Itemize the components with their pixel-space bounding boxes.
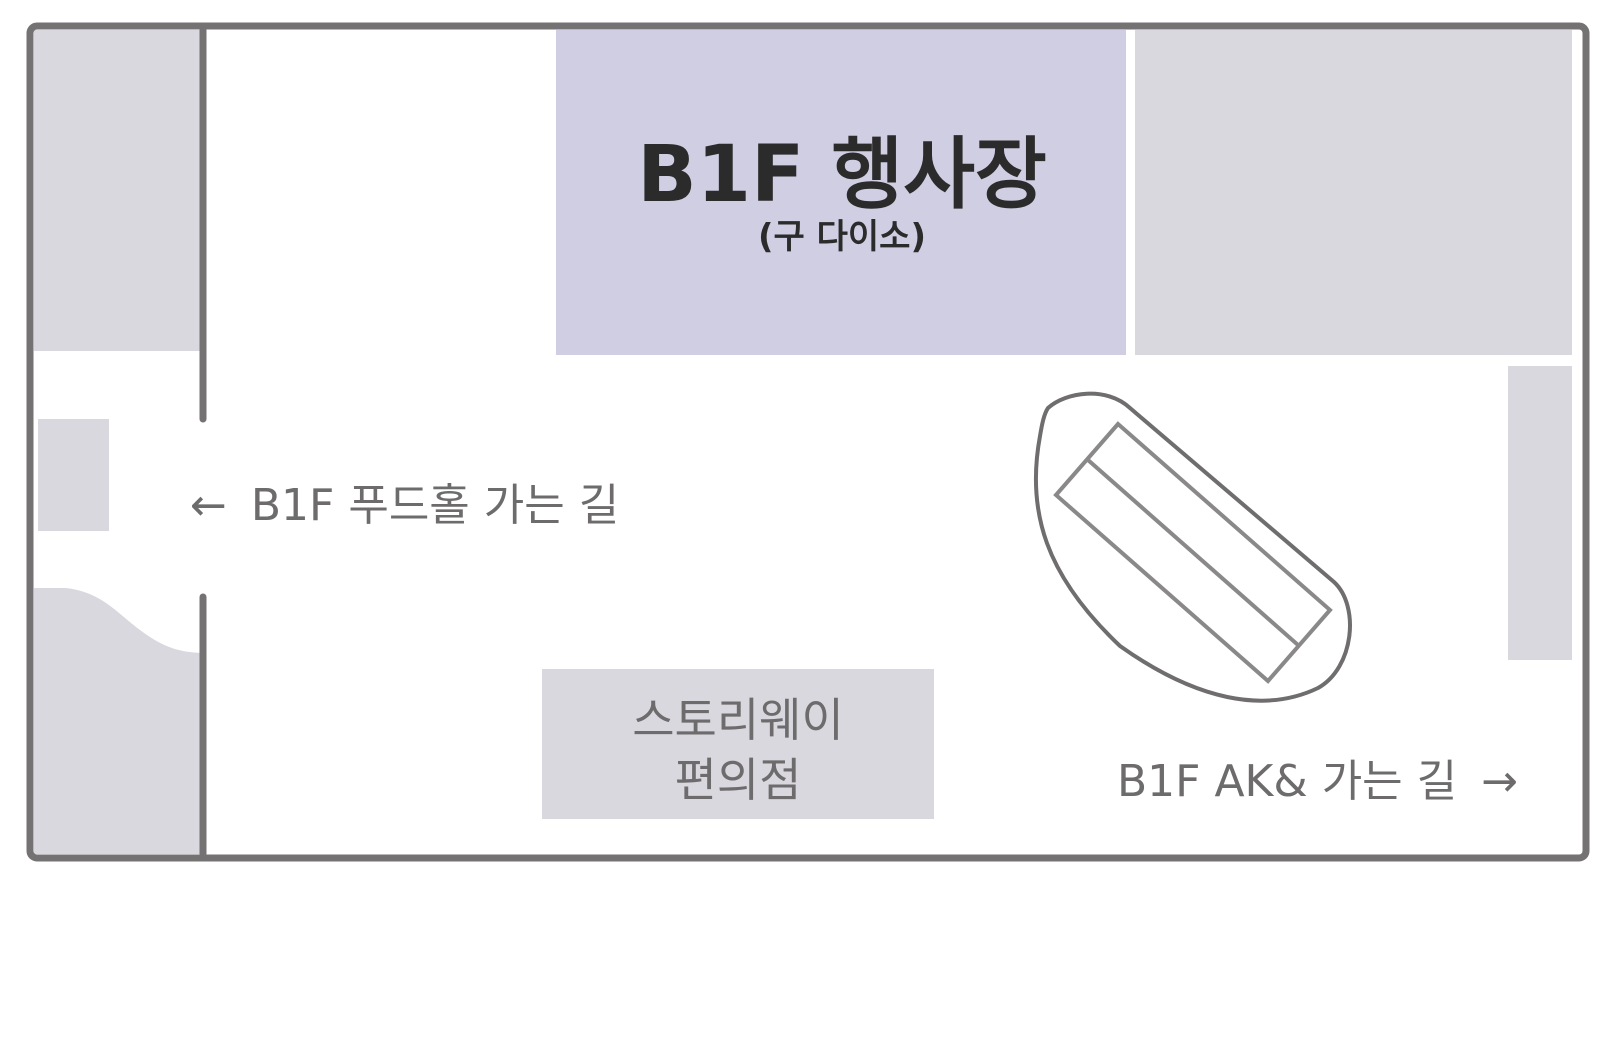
store-block-left-small xyxy=(38,419,109,531)
event-hall-title: B1F 행사장 xyxy=(637,130,1046,220)
food-hall-route-label: B1F 푸드홀 가는 길 xyxy=(251,480,619,531)
arrow-right-icon: → xyxy=(1481,756,1518,807)
escalator-island xyxy=(1033,391,1352,703)
arrow-left-icon: ← xyxy=(190,480,227,531)
convenience-store-name-line2: 편의점 xyxy=(675,753,802,807)
escalator-oval-outline xyxy=(1033,391,1352,703)
event-hall-subtitle: (구 다이소) xyxy=(758,217,926,257)
store-block-top-right xyxy=(1135,30,1572,355)
ak-route[interactable]: B1F AK& 가는 길 → xyxy=(1117,756,1518,807)
convenience-store-name-line1: 스토리웨이 xyxy=(632,693,844,747)
ak-route-label: B1F AK& 가는 길 xyxy=(1117,756,1457,807)
store-block-top-left xyxy=(34,30,201,351)
convenience-store-block xyxy=(542,669,934,819)
floor-outline xyxy=(26,22,1590,862)
store-block-bottom-left xyxy=(34,588,201,854)
escalator-divider-line xyxy=(1086,458,1300,647)
food-hall-route[interactable]: ← B1F 푸드홀 가는 길 xyxy=(190,480,619,531)
escalator-rectangle xyxy=(1053,421,1333,684)
event-hall-area xyxy=(556,30,1126,355)
store-block-right-middle xyxy=(1508,366,1572,660)
